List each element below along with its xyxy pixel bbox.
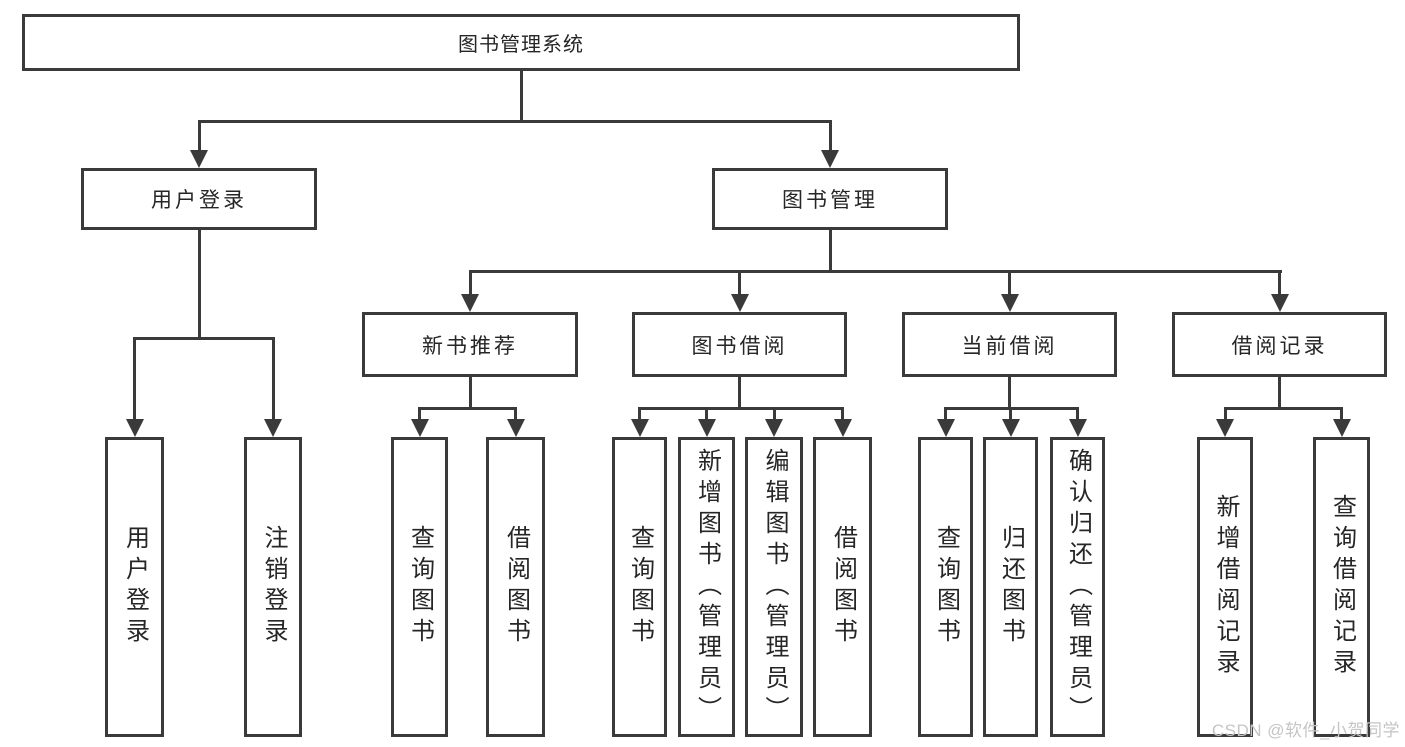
- arrow-down-icon: [1216, 419, 1234, 437]
- connector-bookmgmt-drop-3: [1008, 270, 1011, 297]
- node-borrowing-records: 借阅记录: [1172, 312, 1387, 377]
- node-user-login: 用户登录: [81, 168, 317, 230]
- node-current-borrowing: 当前借阅: [902, 312, 1117, 377]
- node-book-borrowing: 图书借阅: [632, 312, 847, 377]
- arrow-down-icon: [936, 419, 955, 437]
- connector-current-stem: [1008, 377, 1011, 410]
- connector-recommend-branch: [418, 407, 517, 410]
- connector-borrowing-drop-3: [772, 407, 776, 421]
- connector-records-drop-2: [1340, 407, 1343, 421]
- connector-current-drop-1: [944, 407, 947, 421]
- connector-userlogin-drop-1: [133, 337, 136, 421]
- arrow-down-icon: [1332, 419, 1351, 437]
- connector-recommend-drop-2: [514, 407, 517, 421]
- connector-borrowing-drop-1: [638, 407, 641, 421]
- arrow-down-icon: [630, 419, 649, 437]
- arrow-down-icon: [461, 294, 479, 312]
- connector-root-branch: [197, 120, 832, 123]
- node-add-books-admin: 新增图书（管理员）: [678, 437, 735, 737]
- connector-bookmgmt-branch: [468, 270, 1282, 273]
- node-query-books-borrowing: 查询图书: [612, 437, 667, 737]
- connector-bookmgmt-drop-2: [738, 270, 741, 297]
- connector-bookmgmt-drop-4: [1278, 270, 1281, 297]
- connector-records-branch: [1223, 407, 1343, 410]
- node-logout: 注销登录: [244, 437, 302, 737]
- arrow-down-icon: [765, 419, 783, 437]
- arrow-down-icon: [833, 419, 852, 437]
- arrow-down-icon: [264, 419, 282, 437]
- arrow-down-icon: [125, 419, 144, 437]
- arrow-down-icon: [1001, 419, 1020, 437]
- arrow-down-icon: [1000, 294, 1019, 312]
- node-query-books-current: 查询图书: [918, 437, 973, 737]
- node-borrow-books-borrowing: 借阅图书: [813, 437, 872, 737]
- connector-current-drop-3: [1076, 407, 1079, 421]
- connector-current-drop-2: [1009, 407, 1012, 421]
- arrow-down-icon: [1270, 294, 1289, 312]
- connector-bookmgmt-drop-1: [468, 270, 472, 297]
- connector-borrowing-drop-4: [841, 407, 844, 421]
- connector-borrowing-stem: [738, 377, 741, 410]
- node-query-books-recommend: 查询图书: [391, 437, 448, 737]
- node-library-management-system: 图书管理系统: [22, 14, 1020, 71]
- connector-recommend-stem: [468, 377, 472, 410]
- node-confirm-return-admin: 确认归还（管理员）: [1050, 437, 1105, 737]
- connector-root-drop-left: [197, 120, 201, 152]
- node-new-book-recommendation: 新书推荐: [362, 312, 578, 377]
- connector-userlogin-drop-2: [271, 337, 275, 421]
- arrow-down-icon: [410, 419, 429, 437]
- node-borrow-books-recommend: 借阅图书: [486, 437, 545, 737]
- connector-root-stem: [519, 71, 523, 123]
- arrow-down-icon: [1068, 419, 1087, 437]
- node-add-borrow-record: 新增借阅记录: [1197, 437, 1253, 737]
- node-return-books: 归还图书: [983, 437, 1038, 737]
- arrow-down-icon: [506, 419, 525, 437]
- connector-recommend-drop-1: [418, 407, 421, 421]
- connector-records-drop-1: [1223, 407, 1227, 421]
- arrow-down-icon: [190, 150, 208, 168]
- node-user-login-action: 用户登录: [105, 437, 164, 737]
- node-query-borrow-record: 查询借阅记录: [1313, 437, 1370, 737]
- node-edit-books-admin: 编辑图书（管理员）: [745, 437, 803, 737]
- node-book-management: 图书管理: [712, 168, 948, 230]
- connector-records-stem: [1278, 377, 1281, 410]
- connector-borrowing-drop-2: [705, 407, 708, 421]
- arrow-down-icon: [697, 419, 716, 437]
- csdn-watermark: CSDN @软件_小贺同学: [1211, 721, 1400, 740]
- arrow-down-icon: [821, 150, 839, 168]
- connector-borrowing-branch: [638, 407, 844, 410]
- connector-userlogin-stem: [197, 230, 201, 340]
- arrow-down-icon: [730, 294, 749, 312]
- connector-userlogin-branch: [133, 337, 275, 340]
- connector-root-drop-right: [828, 120, 832, 152]
- connector-bookmgmt-stem: [828, 230, 832, 273]
